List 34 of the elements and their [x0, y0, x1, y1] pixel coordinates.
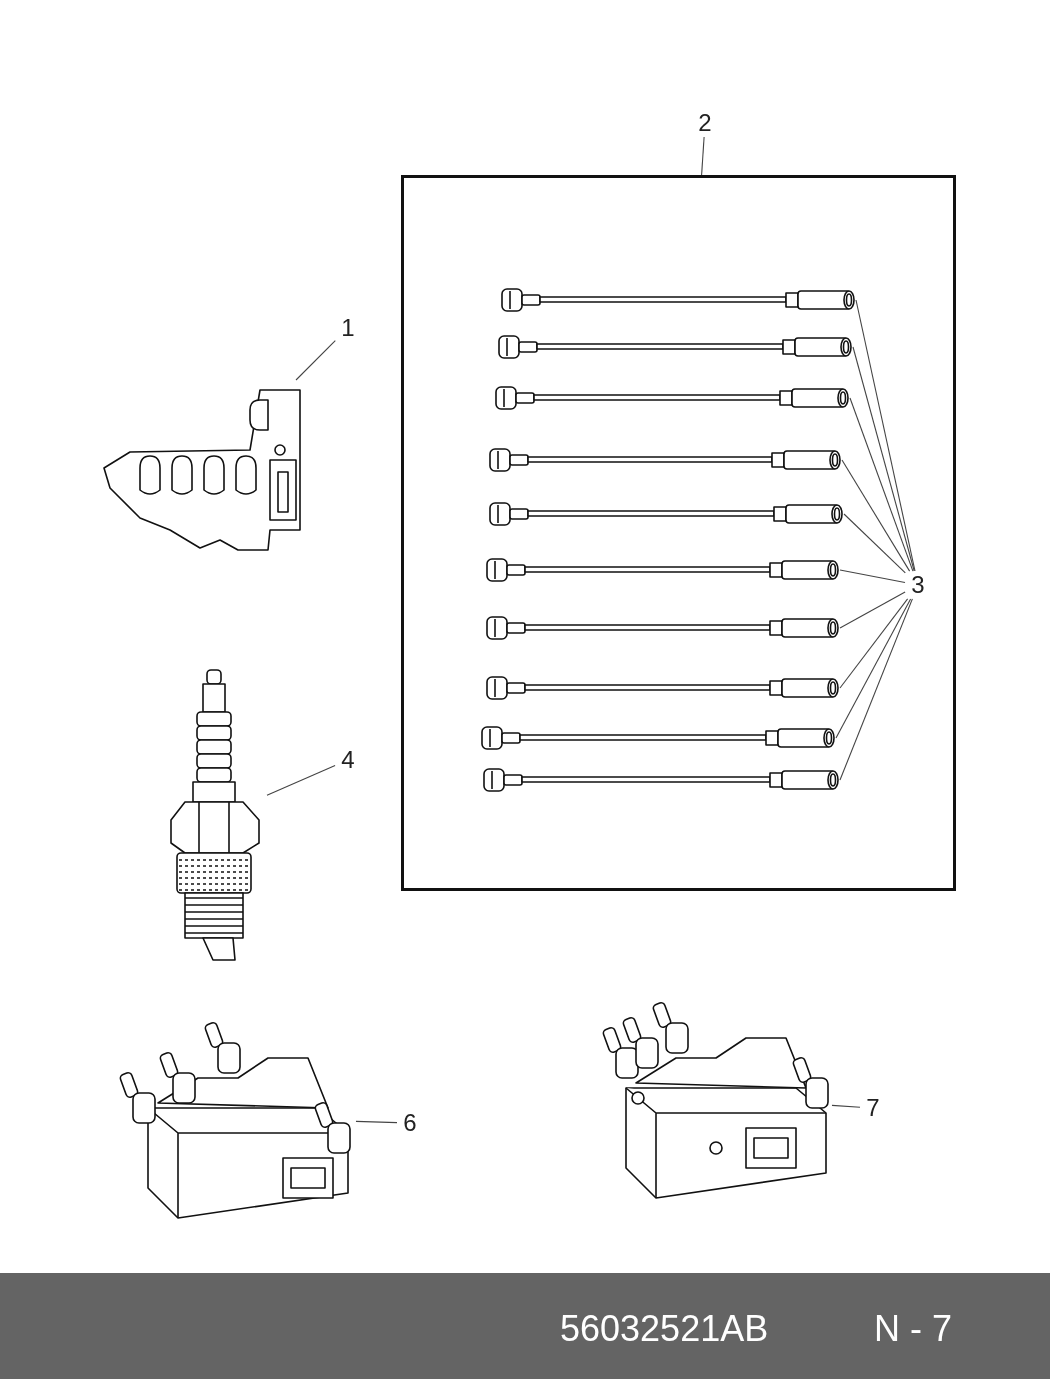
ignition-wire-drawing: [488, 500, 844, 528]
ignition-wire-drawing: [480, 724, 836, 752]
callout-number: 4: [336, 747, 360, 773]
leader-line: [839, 569, 906, 584]
callout-number: 6: [398, 1110, 422, 1136]
ignition-wire-drawing: [500, 286, 856, 314]
leader-line: [295, 340, 336, 381]
callout-number: 3: [906, 572, 930, 598]
part-number: 56032521AB: [560, 1309, 769, 1349]
ignition-wire-drawing: [482, 766, 840, 794]
leader-line: [843, 513, 906, 574]
leader-line: [852, 346, 915, 572]
leader-line: [835, 598, 912, 739]
leader-line: [831, 1104, 861, 1108]
kit-frame: [401, 175, 956, 891]
callout-number: 2: [693, 110, 717, 136]
callout-number: 1: [336, 315, 360, 341]
ignition-wire-drawing: [488, 446, 842, 474]
leader-line: [849, 397, 914, 572]
ignition-wire-drawing: [494, 384, 850, 412]
leader-line: [355, 1120, 398, 1124]
leader-line: [839, 598, 909, 689]
leader-line: [266, 765, 336, 796]
ignition-wire-drawing: [485, 556, 840, 584]
callout-number: 7: [861, 1095, 885, 1121]
leader-line: [701, 136, 705, 176]
leader-line: [855, 299, 916, 572]
leader-line: [839, 598, 913, 781]
ignition-wire-drawing: [497, 333, 853, 361]
ignition-wire-drawing: [485, 614, 840, 642]
leader-line: [841, 459, 911, 572]
leader-line: [839, 591, 906, 629]
ignition-wire-drawing: [485, 674, 840, 702]
page-number: N - 7: [874, 1309, 952, 1349]
